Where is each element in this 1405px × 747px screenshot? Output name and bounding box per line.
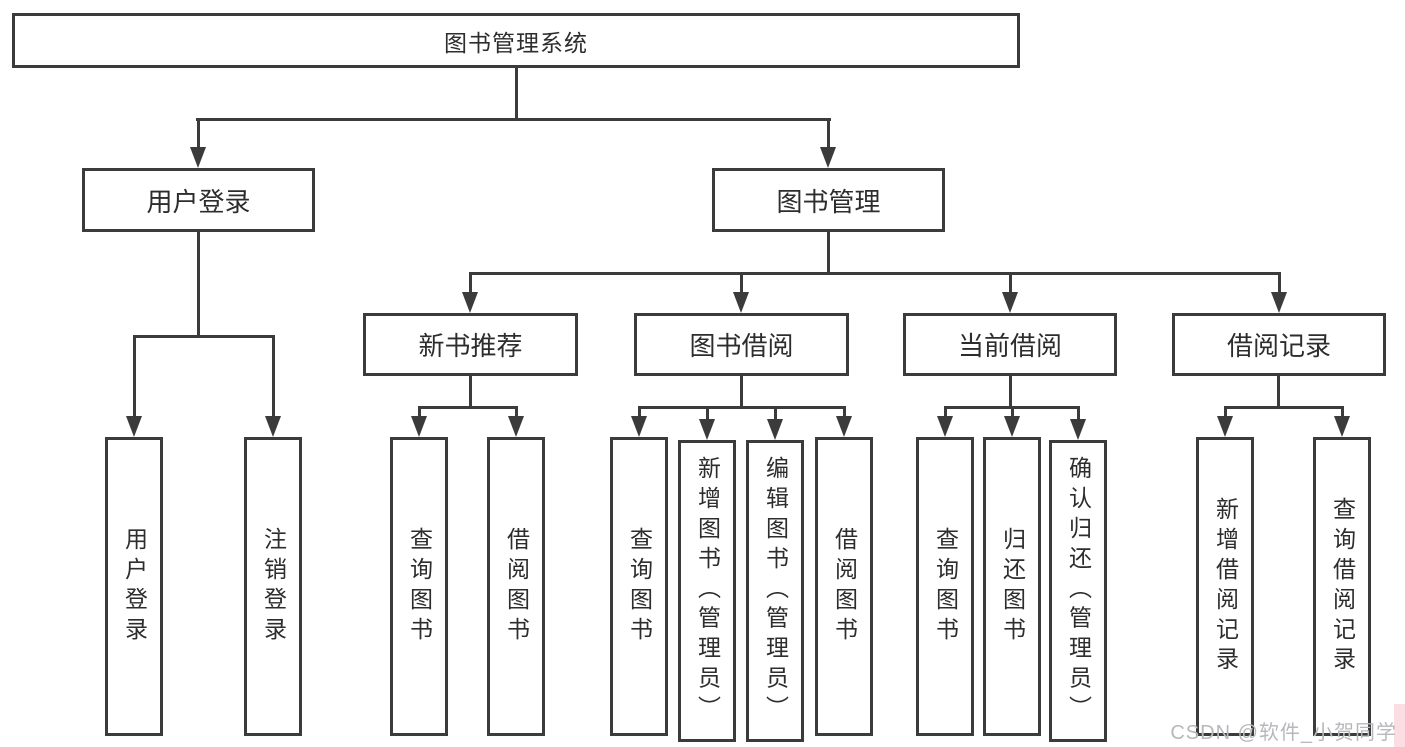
node-label: 编辑图书（管理员） bbox=[762, 456, 789, 726]
edge-book-borrow-drop-2 bbox=[773, 406, 777, 421]
node-new-book-recommend: 新书推荐 bbox=[363, 313, 578, 376]
node-label: 用户登录 bbox=[121, 526, 148, 647]
node-label: 确认归还（管理员） bbox=[1065, 456, 1092, 726]
leaf-borrow-books-recommend: 借阅图书 bbox=[487, 437, 545, 736]
node-label: 图书借阅 bbox=[689, 331, 794, 361]
leaf-query-books-current: 查询图书 bbox=[916, 437, 974, 736]
node-label: 借阅图书 bbox=[503, 526, 530, 647]
edge-borrow-record-stem bbox=[1276, 376, 1280, 409]
leaf-add-books-admin: 新增图书（管理员） bbox=[678, 440, 736, 742]
node-user-login: 用户登录 bbox=[82, 168, 315, 232]
node-label: 查询图书 bbox=[406, 526, 433, 647]
node-book-management: 图书管理 bbox=[712, 168, 945, 232]
edge-current-borrow-arrowhead-2 bbox=[1070, 419, 1086, 440]
edge-book-management-arrowhead-2 bbox=[1002, 292, 1018, 313]
edge-current-borrow-arrowhead-1 bbox=[1004, 416, 1020, 437]
edge-user-login-drop-1 bbox=[271, 335, 275, 418]
node-label: 归还图书 bbox=[999, 526, 1026, 647]
edge-book-management-stem bbox=[826, 232, 830, 275]
edge-book-management-arrowhead-0 bbox=[462, 292, 478, 313]
edge-user-login-rail bbox=[132, 335, 275, 338]
edge-book-management-drop-0 bbox=[468, 272, 472, 294]
edge-book-borrow-rail bbox=[637, 406, 846, 409]
node-book-borrow: 图书借阅 bbox=[634, 313, 849, 376]
edge-book-management-arrowhead-1 bbox=[733, 292, 749, 313]
leaf-query-books-borrow: 查询图书 bbox=[610, 437, 668, 736]
edge-new-book-stem bbox=[468, 376, 472, 409]
node-label: 新增图书（管理员） bbox=[694, 456, 721, 726]
edge-book-borrow-arrowhead-0 bbox=[631, 416, 647, 437]
node-label: 查询借阅记录 bbox=[1329, 496, 1356, 677]
edge-book-borrow-arrowhead-3 bbox=[836, 416, 852, 437]
edge-current-borrow-drop-0 bbox=[943, 406, 947, 418]
edge-new-book-drop-0 bbox=[417, 406, 421, 418]
edge-book-borrow-stem bbox=[739, 376, 743, 409]
edge-root-stem bbox=[514, 68, 518, 121]
node-current-borrow: 当前借阅 bbox=[903, 313, 1117, 376]
leaf-user-login: 用户登录 bbox=[105, 437, 163, 736]
edge-root-drop-1 bbox=[826, 118, 830, 149]
edge-user-login-stem bbox=[196, 232, 200, 338]
leaf-confirm-return-admin: 确认归还（管理员） bbox=[1049, 440, 1107, 742]
node-label: 借阅图书 bbox=[831, 526, 858, 647]
edge-book-management-drop-2 bbox=[1008, 272, 1012, 294]
edge-user-login-arrowhead-1 bbox=[265, 416, 281, 437]
node-label: 查询图书 bbox=[626, 526, 653, 647]
leaf-return-books: 归还图书 bbox=[983, 437, 1041, 736]
edge-book-management-drop-3 bbox=[1277, 272, 1281, 294]
edge-root-arrowhead-0 bbox=[190, 147, 206, 168]
edge-book-borrow-drop-1 bbox=[705, 406, 709, 421]
edge-new-book-rail bbox=[417, 406, 518, 409]
node-label: 当前借阅 bbox=[957, 331, 1062, 361]
edge-book-borrow-drop-3 bbox=[842, 406, 846, 418]
leaf-query-borrow-record: 查询借阅记录 bbox=[1313, 437, 1371, 736]
edge-borrow-record-drop-0 bbox=[1223, 406, 1227, 418]
edge-user-login-arrowhead-0 bbox=[126, 416, 142, 437]
edge-borrow-record-arrowhead-1 bbox=[1334, 416, 1350, 437]
node-label: 用户登录 bbox=[146, 186, 251, 217]
edge-book-management-rail bbox=[468, 272, 1281, 275]
leaf-query-books-recommend: 查询图书 bbox=[390, 437, 448, 736]
node-label: 借阅记录 bbox=[1226, 331, 1331, 361]
edge-borrow-record-rail bbox=[1223, 406, 1344, 409]
edge-book-borrow-arrowhead-1 bbox=[699, 419, 715, 440]
pink-edge-strip bbox=[1394, 704, 1405, 747]
node-label: 新增借阅记录 bbox=[1212, 496, 1239, 677]
edge-current-borrow-arrowhead-0 bbox=[937, 416, 953, 437]
edge-root-arrowhead-1 bbox=[820, 147, 836, 168]
node-label: 图书管理系统 bbox=[444, 29, 588, 56]
node-borrow-record: 借阅记录 bbox=[1172, 313, 1386, 376]
leaf-edit-books-admin: 编辑图书（管理员） bbox=[746, 440, 804, 742]
node-label: 图书管理 bbox=[776, 186, 881, 217]
edge-borrow-record-arrowhead-0 bbox=[1217, 416, 1233, 437]
edge-root-drop-0 bbox=[196, 118, 200, 149]
edge-new-book-drop-1 bbox=[514, 406, 518, 418]
node-label: 新书推荐 bbox=[418, 331, 523, 361]
edge-new-book-arrowhead-0 bbox=[411, 416, 427, 437]
edge-current-borrow-stem bbox=[1008, 376, 1012, 409]
leaf-add-borrow-record: 新增借阅记录 bbox=[1196, 437, 1254, 736]
edge-current-borrow-drop-2 bbox=[1076, 406, 1080, 421]
edge-book-management-arrowhead-3 bbox=[1271, 292, 1287, 313]
edge-user-login-drop-0 bbox=[132, 335, 136, 418]
edge-root-rail bbox=[195, 118, 831, 121]
watermark-text: CSDN @软件_小贺同学 bbox=[1170, 722, 1397, 744]
edge-book-borrow-arrowhead-2 bbox=[767, 419, 783, 440]
edge-book-management-drop-1 bbox=[739, 272, 743, 294]
node-library-management-system: 图书管理系统 bbox=[12, 13, 1020, 68]
node-label: 查询图书 bbox=[932, 526, 959, 647]
leaf-borrow-books: 借阅图书 bbox=[815, 437, 873, 736]
edge-new-book-arrowhead-1 bbox=[508, 416, 524, 437]
node-label: 注销登录 bbox=[260, 526, 287, 647]
edge-current-borrow-drop-1 bbox=[1010, 406, 1014, 418]
edge-borrow-record-drop-1 bbox=[1340, 406, 1344, 418]
edge-book-borrow-drop-0 bbox=[637, 406, 641, 418]
leaf-logout: 注销登录 bbox=[244, 437, 302, 736]
